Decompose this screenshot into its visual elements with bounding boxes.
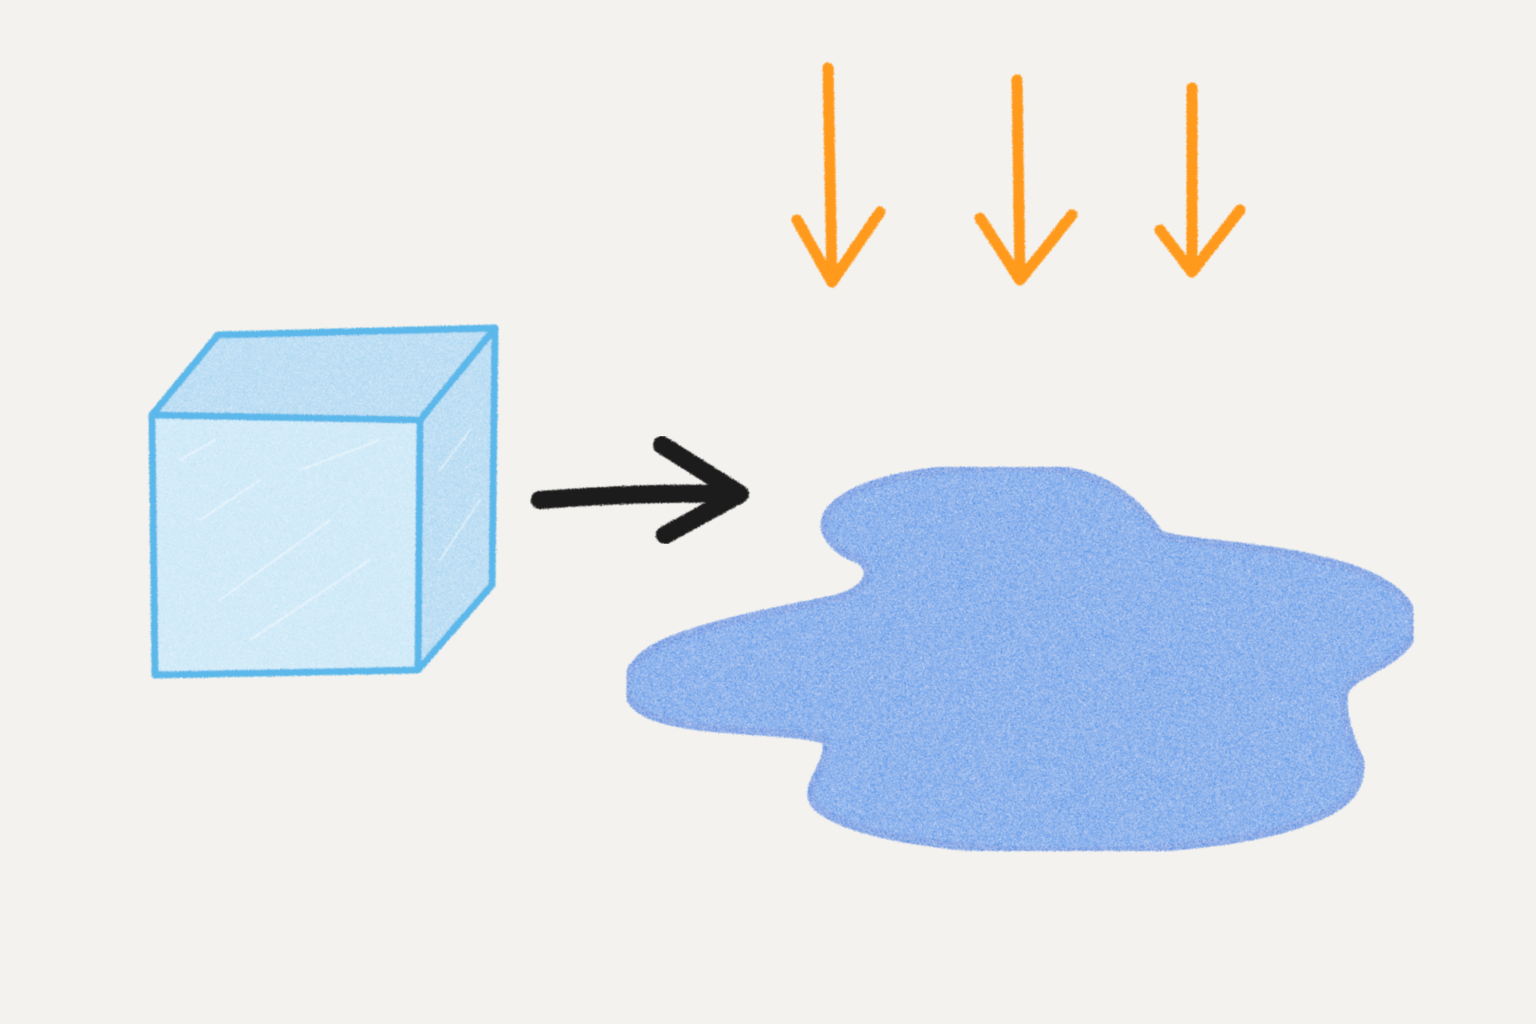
heat-arrows (791, 62, 1246, 288)
water-puddle-shape (622, 463, 1418, 855)
ice-cube-hatching (179, 429, 481, 641)
arrow-right-icon (531, 436, 749, 544)
arrow-down-icon (974, 74, 1078, 286)
arrow-down-icon (1154, 82, 1246, 278)
ice-cube-side-face (418, 328, 495, 670)
ice-cube (148, 324, 499, 679)
ice-cube-front-face (152, 415, 420, 675)
water-puddle (622, 463, 1418, 855)
arrow-down-icon (791, 62, 886, 288)
ice-cube-top-face (152, 328, 495, 420)
ice-cube-outline (148, 324, 499, 679)
